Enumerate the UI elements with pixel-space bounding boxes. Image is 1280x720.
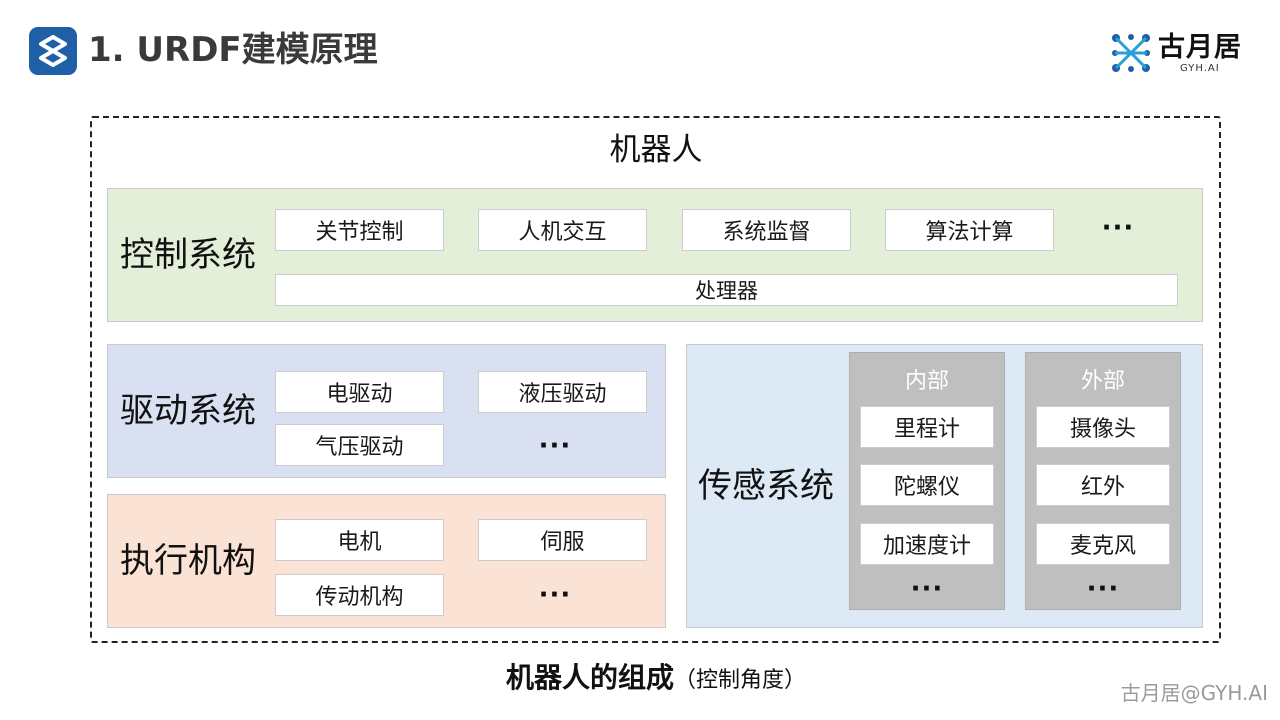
app-logo-icon — [29, 27, 77, 75]
robot-frame — [90, 116, 1221, 643]
control-more: ··· — [1101, 213, 1135, 243]
sensor-infrared: 红外 — [1036, 464, 1170, 506]
sensor-camera: 摄像头 — [1036, 406, 1170, 448]
brand-name: 古月居 — [1158, 32, 1242, 63]
external-sensors-title: 外部 — [1080, 369, 1125, 394]
robot-title: 机器人 — [609, 132, 703, 168]
actuator-more: ··· — [538, 580, 572, 610]
control-item-supervision: 系统监督 — [682, 209, 851, 251]
sensor-accelerometer: 加速度计 — [860, 523, 994, 565]
page-title: 1. URDF建模原理 — [88, 30, 378, 70]
internal-sensors-title: 内部 — [904, 369, 949, 394]
sensor-microphone: 麦克风 — [1036, 523, 1170, 565]
brand-logo: 古月居 GYH.AI — [1110, 32, 1250, 76]
drive-item-electric: 电驱动 — [275, 371, 444, 413]
sensor-odometer: 里程计 — [860, 406, 994, 448]
internal-sensors-more: ··· — [910, 574, 944, 604]
control-item-algorithm: 算法计算 — [885, 209, 1054, 251]
drive-item-hydraulic: 液压驱动 — [478, 371, 647, 413]
sensor-gyroscope: 陀螺仪 — [860, 464, 994, 506]
brand-mark-icon — [1112, 34, 1150, 72]
caption-sub: （控制角度） — [674, 668, 807, 693]
drive-system-label: 驱动系统 — [120, 391, 256, 431]
actuator-item-servo: 伺服 — [478, 519, 647, 561]
actuator-item-motor: 电机 — [275, 519, 444, 561]
sensing-system-label: 传感系统 — [698, 466, 834, 506]
diagram-caption: 机器人的组成（控制角度） — [0, 658, 1280, 701]
drive-item-pneumatic: 气压驱动 — [275, 424, 444, 466]
processor-box: 处理器 — [275, 274, 1178, 306]
drive-more: ··· — [538, 431, 572, 461]
actuator-item-transmission: 传动机构 — [275, 574, 444, 616]
actuator-label: 执行机构 — [120, 541, 256, 581]
control-item-joint: 关节控制 — [275, 209, 444, 251]
watermark: 古月居@GYH.AI — [1120, 681, 1268, 705]
brand-subtitle: GYH.AI — [1180, 63, 1220, 74]
caption-main: 机器人的组成 — [505, 661, 674, 694]
control-system-label: 控制系统 — [120, 235, 256, 275]
external-sensors-more: ··· — [1086, 574, 1120, 604]
control-item-hci: 人机交互 — [478, 209, 647, 251]
